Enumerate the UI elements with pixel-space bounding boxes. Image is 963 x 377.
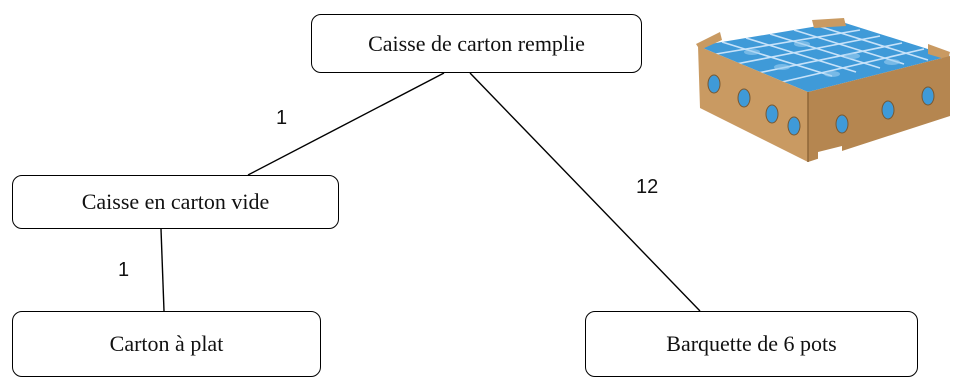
node-label: Carton à plat (109, 331, 224, 356)
pack-top-surface (698, 22, 950, 92)
node-empty-carton-box: Caisse en carton vide (12, 175, 339, 229)
edge-root-to-tray (469, 72, 701, 312)
node-label: Caisse de carton remplie (368, 30, 585, 56)
diagram-edges (160, 72, 701, 312)
node-label: Barquette de 6 pots (666, 331, 837, 356)
edge-root-to-empty-box (247, 72, 445, 176)
node-flat-carton: Carton à plat (12, 311, 321, 377)
edge-quantity-label: 1 (276, 107, 288, 129)
carton-box-photo (696, 18, 950, 164)
edge-quantity-label: 1 (118, 259, 130, 281)
box-left-wall (698, 46, 808, 162)
edge-quantity-label: 12 (636, 176, 659, 198)
edge-empty-box-to-flat-carton (160, 228, 165, 312)
box-right-wall (808, 56, 950, 162)
node-filled-carton-box: Caisse de carton remplie (311, 14, 642, 73)
node-label: Caisse en carton vide (81, 189, 270, 214)
node-tray-of-6-pots: Barquette de 6 pots (585, 311, 918, 377)
